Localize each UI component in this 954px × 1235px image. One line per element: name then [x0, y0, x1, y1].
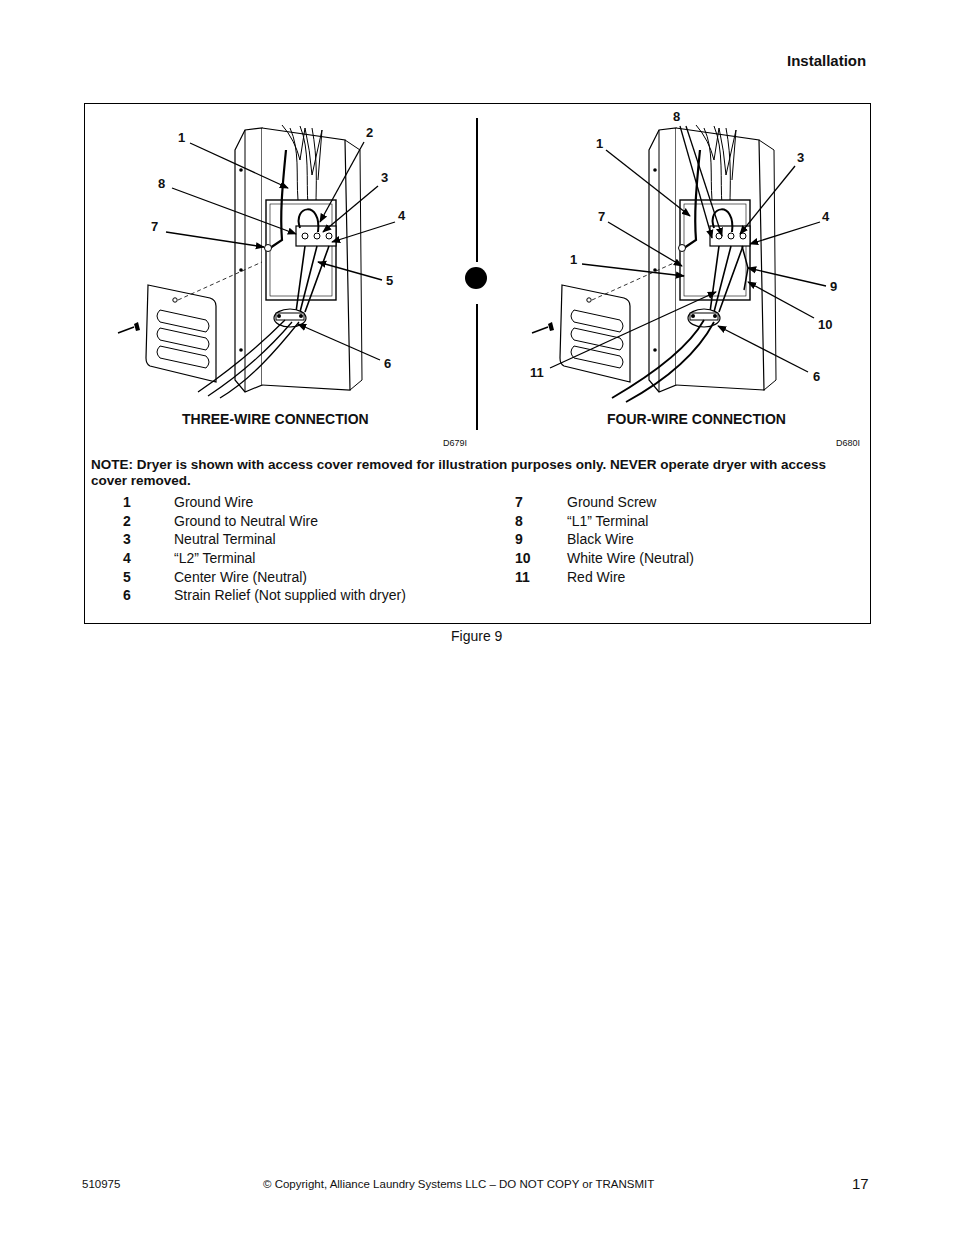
key-number: 10: [515, 550, 531, 567]
key-description: White Wire (Neutral): [567, 550, 694, 567]
callout-number: 6: [813, 369, 820, 385]
callout-number: 7: [598, 209, 605, 225]
key-description: Ground to Neutral Wire: [174, 513, 318, 530]
callout-number: 1: [596, 136, 603, 152]
page-number: 17: [852, 1175, 869, 1193]
key-number: 7: [515, 494, 523, 511]
running-header: Installation: [787, 52, 866, 70]
key-number: 11: [515, 569, 530, 586]
key-number: 9: [515, 531, 523, 548]
key-number: 1: [123, 494, 131, 511]
key-number: 2: [123, 513, 131, 530]
key-description: Ground Wire: [174, 494, 253, 511]
key-description: Ground Screw: [567, 494, 656, 511]
callout-number: 3: [381, 170, 388, 186]
drawing-id: D679I: [443, 438, 467, 449]
callout-number: 8: [158, 176, 165, 192]
callout-number: 9: [830, 279, 837, 295]
key-description: Red Wire: [567, 569, 625, 586]
callout-number: 1: [178, 130, 185, 146]
callout-number: 3: [797, 150, 804, 166]
copyright-notice: © Copyright, Alliance Laundry Systems LL…: [263, 1178, 654, 1192]
callout-number: 2: [366, 125, 373, 141]
callout-number: 6: [384, 356, 391, 372]
callout-number: 8: [673, 109, 680, 125]
key-number: 8: [515, 513, 523, 530]
key-number: 3: [123, 531, 131, 548]
document-number: 510975: [82, 1178, 120, 1192]
key-description: Black Wire: [567, 531, 634, 548]
callout-number: 11: [530, 365, 544, 381]
key-description: Center Wire (Neutral): [174, 569, 307, 586]
drawing-id: D680I: [836, 438, 860, 449]
key-number: 6: [123, 587, 131, 604]
callout-number: 5: [386, 273, 393, 289]
callout-number: 4: [822, 209, 829, 225]
key-description: “L1” Terminal: [567, 513, 648, 530]
view-title: FOUR-WIRE CONNECTION: [607, 411, 786, 428]
key-description: Neutral Terminal: [174, 531, 276, 548]
callout-number: 4: [398, 208, 405, 224]
callout-number: 7: [151, 219, 158, 235]
key-description: Strain Relief (Not supplied with dryer): [174, 587, 406, 604]
key-description: “L2” Terminal: [174, 550, 255, 567]
key-number: 4: [123, 550, 131, 567]
note-text: NOTE: Dryer is shown with access cover r…: [91, 457, 859, 489]
figure-caption: Figure 9: [451, 628, 502, 645]
view-title: THREE-WIRE CONNECTION: [182, 411, 369, 428]
key-number: 5: [123, 569, 131, 586]
callout-number: 1: [570, 252, 577, 268]
callout-number: 10: [818, 317, 832, 333]
